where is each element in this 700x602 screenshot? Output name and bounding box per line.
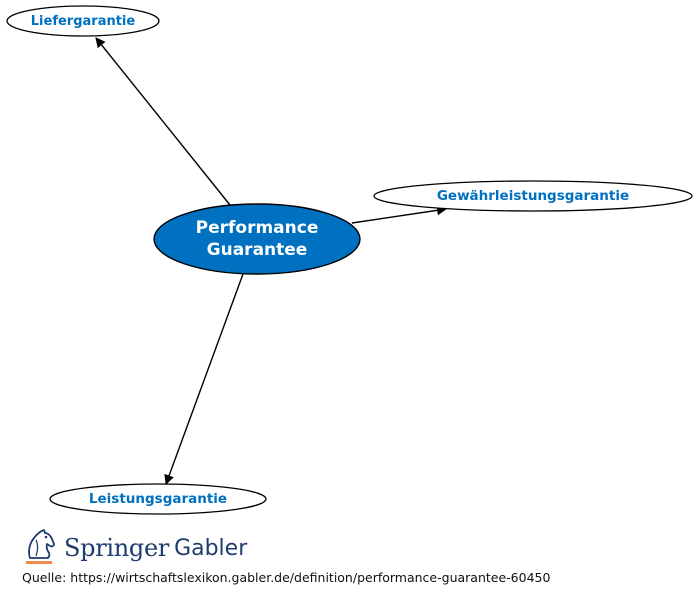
- node-gewaehrleistungsgarantie[interactable]: Gewährleistungsgarantie: [373, 180, 693, 212]
- edge-to-leistungsgarantie: [164, 273, 244, 485]
- brand-name: Springer: [64, 534, 170, 562]
- node-gewaehrleistungsgarantie-label: Gewährleistungsgarantie: [437, 188, 629, 204]
- node-liefergarantie[interactable]: Liefergarantie: [6, 5, 160, 37]
- center-label-line2: Guarantee: [207, 240, 308, 260]
- source-citation: Quelle: https://wirtschaftslexikon.gable…: [22, 570, 551, 585]
- node-leistungsgarantie[interactable]: Leistungsgarantie: [49, 483, 267, 515]
- concept-diagram: Liefergarantie Gewährleistungsgarantie L…: [6, 5, 693, 515]
- node-performance-guarantee[interactable]: Performance Guarantee: [153, 203, 361, 275]
- edge-to-liefergarantie: [95, 37, 231, 206]
- brand-sub: Gabler: [174, 535, 248, 561]
- node-leistungsgarantie-label: Leistungsgarantie: [89, 491, 227, 507]
- springer-gabler-logo: Springer Gabler: [22, 528, 247, 568]
- center-label-line1: Performance: [196, 218, 319, 238]
- node-liefergarantie-label: Liefergarantie: [31, 14, 136, 29]
- springer-horse-logo-icon: [26, 529, 55, 564]
- edge-to-gewaehrleistungsgarantie: [351, 205, 447, 224]
